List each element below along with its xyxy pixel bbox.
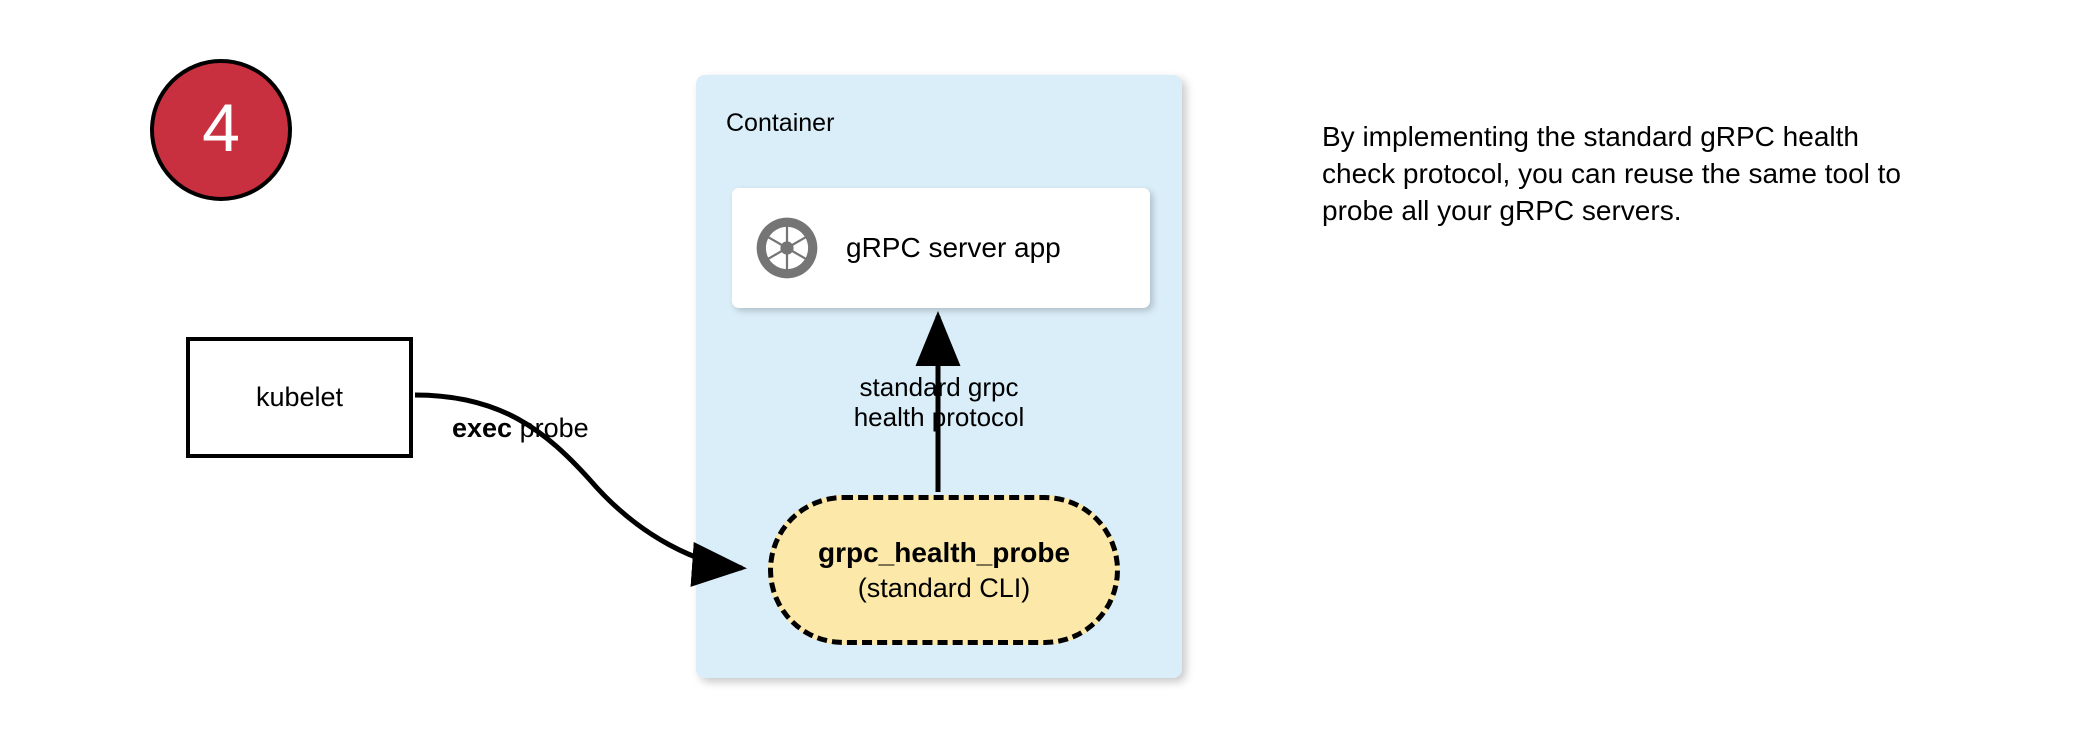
edge-label-exec-keyword: exec [452,413,513,443]
grpc-health-probe-subtitle: (standard CLI) [857,573,1031,604]
edge-label-health-protocol-line1: standard grpc [859,372,1019,402]
edge-label-health-protocol-line2: health protocol [853,402,1025,433]
grpc-server-app-node: gRPC server app [732,188,1150,308]
grpc-health-probe-title: grpc_health_probe [817,536,1071,568]
edge-label-probe-word: probe [512,413,589,443]
grpc-aperture-icon [754,215,820,281]
edge-label-exec-probe: exec probe [452,413,589,444]
grpc-health-probe-node: grpc_health_probe (standard CLI) [768,495,1120,645]
kubelet-node: kubelet [186,337,413,458]
step-number-label: 4 [202,90,240,166]
step-number-badge: 4 [150,59,292,201]
container-label: Container [726,109,835,137]
annotation-text: By implementing the standard gRPC health… [1322,121,1901,227]
kubelet-label: kubelet [255,382,344,412]
edge-label-health-protocol: standard grpc health protocol [824,372,1054,433]
grpc-server-app-label: gRPC server app [846,232,1061,263]
